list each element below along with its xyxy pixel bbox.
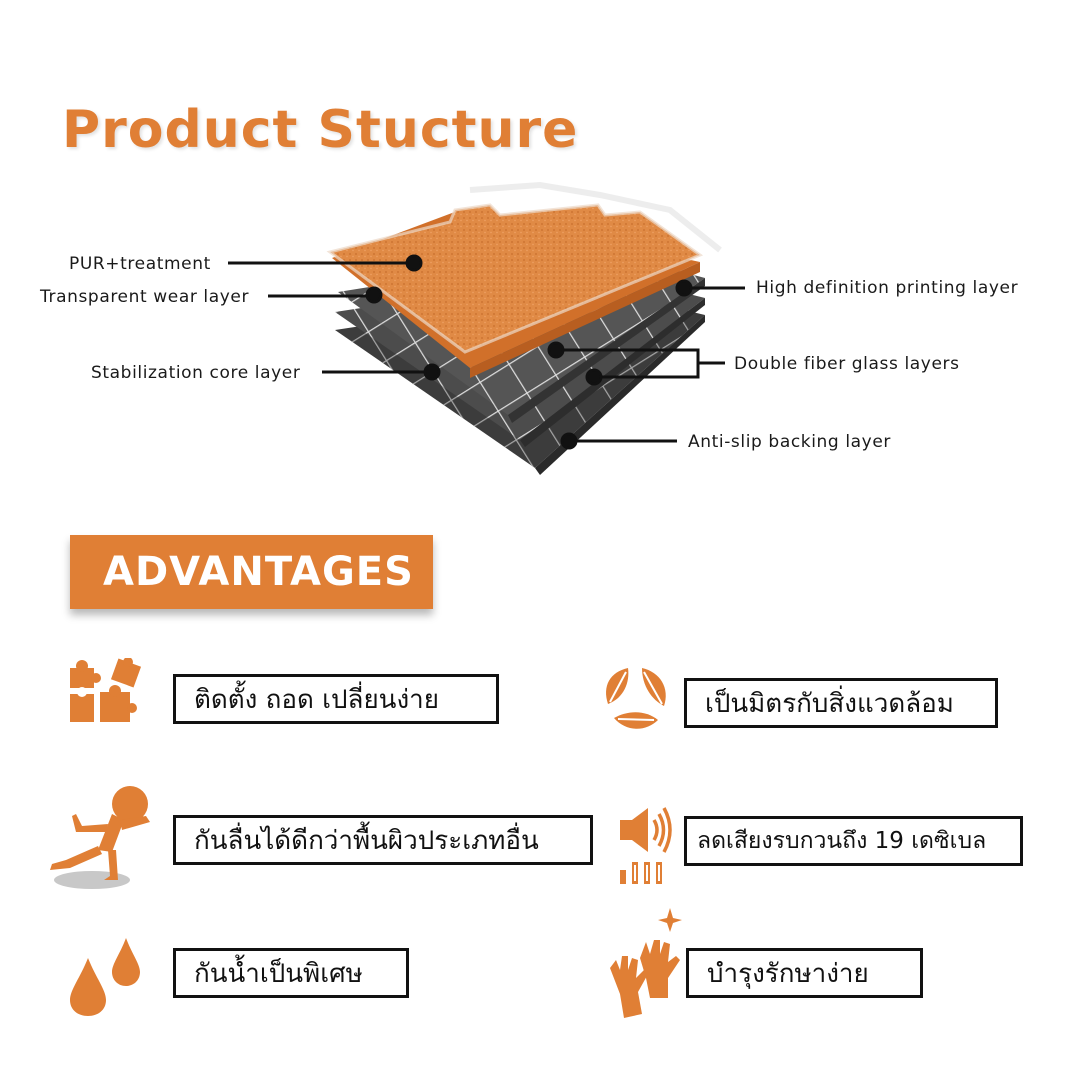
label-printing: High definition printing layer [756, 278, 1018, 298]
slipping-person-icon [50, 786, 150, 889]
recycle-leaves-icon [606, 668, 666, 729]
dot-pur [405, 254, 423, 272]
dot-core [423, 363, 441, 381]
label-wear: Transparent wear layer [39, 287, 249, 307]
dot-printing [675, 279, 693, 297]
advantage-easy-maintenance: บำรุงรักษาง่าย [686, 948, 923, 998]
transparent-wear-layer [469, 181, 722, 253]
puzzle-icon [70, 658, 142, 722]
product-structure-diagram: PUR+treatment Transparent wear layer Sta… [39, 181, 1018, 475]
dot-fiber-upper [547, 341, 565, 359]
advantage-anti-slip: กันลื่นได้ดีกว่าพื้นผิวประเภทอื่น [173, 815, 593, 865]
cleaning-gloves-icon [610, 908, 682, 1018]
advantage-easy-install: ติดตั้ง ถอด เปลี่ยนง่าย [173, 674, 499, 724]
label-core: Stabilization core layer [91, 363, 300, 383]
label-pur: PUR+treatment [69, 254, 211, 274]
label-fiber: Double fiber glass layers [734, 354, 960, 374]
puzzle-top-layer [326, 203, 704, 354]
dot-wear [365, 286, 383, 304]
advantage-waterproof: กันน้ำเป็นพิเศษ [173, 948, 409, 998]
dot-fiber-lower [585, 368, 603, 386]
label-backing: Anti-slip backing layer [688, 432, 891, 452]
advantages-heading: ADVANTAGES [70, 535, 433, 609]
advantage-eco-friendly: เป็นมิตรกับสิ่งแวดล้อม [684, 678, 998, 728]
water-drops-icon [70, 938, 140, 1016]
dot-backing [560, 432, 578, 450]
advantage-noise-reduction: ลดเสียงรบกวนถึง 19 เดซิเบล [684, 816, 1023, 866]
page-title: Product Stucture [62, 100, 579, 160]
speaker-volume-icon [620, 807, 672, 884]
